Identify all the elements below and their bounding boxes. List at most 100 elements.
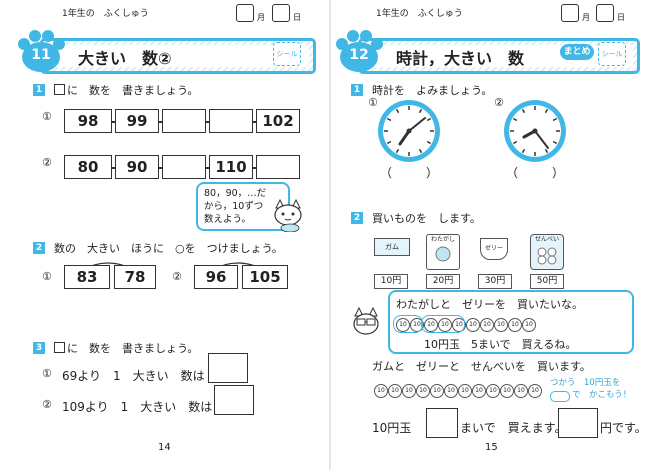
answer-box[interactable]	[209, 109, 253, 133]
blank-square-icon	[54, 342, 65, 353]
cotton-candy-icon	[435, 246, 451, 262]
answer-box[interactable]	[214, 385, 254, 415]
grade-label: 1年生の ふくしゅう	[376, 9, 463, 19]
paren-open: （	[380, 166, 393, 180]
hint-text: つかう 10円玉を	[550, 378, 621, 388]
coin-group-circle	[393, 315, 423, 333]
right-page: 1年生の ふくしゅう 月 日 12 時計，大きい 数 まとめ シール 1 時計を…	[330, 0, 660, 470]
coin-icon[interactable]: 10	[486, 384, 500, 398]
answer-label: まいで 買えます。	[460, 421, 567, 435]
clock-icon	[378, 100, 440, 162]
rice-cracker-item: せんべい	[530, 234, 564, 270]
question-number: 1	[351, 84, 363, 96]
hint-text: で かこもう！	[572, 390, 632, 400]
answer-box[interactable]	[558, 408, 598, 438]
coin-icon[interactable]: 10	[444, 384, 458, 398]
coin-icon[interactable]: 10	[458, 384, 472, 398]
month-label: 月	[257, 13, 265, 22]
question-number: 3	[33, 342, 45, 354]
answer-box[interactable]	[162, 155, 206, 179]
page-number: 14	[158, 442, 171, 453]
coin-icon: 10	[480, 318, 494, 332]
coin-icon[interactable]: 10	[430, 384, 444, 398]
cat-mascot-icon	[274, 198, 302, 232]
question-text: ガムと ゼリーと せんべいを 買います。	[372, 360, 591, 373]
answer-label: 10円玉	[372, 421, 412, 435]
compare-number[interactable]: 83	[64, 265, 110, 289]
answer-field[interactable]	[520, 162, 552, 178]
day-input[interactable]	[272, 4, 290, 22]
month-input[interactable]	[561, 4, 579, 22]
item-label: ②	[494, 96, 504, 109]
answer-box[interactable]	[426, 408, 458, 438]
item-label: ①	[42, 367, 52, 380]
coin-icon: 10	[522, 318, 536, 332]
sticker-spot: シール	[273, 42, 301, 66]
question-text: 109より 1 大きい 数は	[62, 400, 213, 414]
number-box: 110	[209, 155, 253, 179]
number-box: 102	[256, 109, 300, 133]
item-label: ②	[42, 156, 52, 169]
unit-number: 11	[31, 47, 51, 63]
blank-square-icon	[54, 84, 65, 95]
question-text: に 数を 書きましょう。	[54, 82, 198, 98]
paren-close: ）	[552, 166, 565, 180]
price-tag: 50円	[530, 274, 564, 289]
book-spine	[329, 0, 331, 470]
coin-icon[interactable]: 10	[528, 384, 542, 398]
question-text: 数の 大きい ほうに ○を つけましょう。	[54, 242, 283, 255]
item-label: ①	[42, 270, 52, 283]
coin-icon: 10	[466, 318, 480, 332]
answer-field[interactable]	[394, 162, 426, 178]
month-input[interactable]	[236, 4, 254, 22]
coin-icon[interactable]: 10	[472, 384, 486, 398]
bubble-text: わたがしと ゼリーを 買いたいな。	[396, 298, 583, 311]
price-tag: 10円	[374, 274, 408, 289]
question-number: 2	[351, 212, 363, 224]
title-banner	[40, 38, 316, 74]
compare-number[interactable]: 96	[194, 265, 238, 289]
coin-icon[interactable]: 10	[388, 384, 402, 398]
answer-box[interactable]	[162, 109, 206, 133]
coin-icon[interactable]: 10	[402, 384, 416, 398]
summary-badge: まとめ	[560, 44, 594, 60]
coin-icon[interactable]: 10	[514, 384, 528, 398]
coin-icon: 10	[508, 318, 522, 332]
cotton-candy-item: わたがし	[426, 234, 460, 270]
cracker-icon	[537, 247, 557, 265]
number-box: 99	[115, 109, 159, 133]
coin-group-circle	[421, 315, 465, 333]
question-number: 2	[33, 242, 45, 254]
month-label: 月	[582, 13, 590, 22]
gum-item: ガム	[374, 238, 410, 256]
clock-icon	[504, 100, 566, 162]
answer-box[interactable]	[256, 155, 300, 179]
question-text: 69より 1 大きい 数は	[62, 369, 205, 383]
day-label: 日	[617, 13, 625, 22]
number-box: 80	[64, 155, 112, 179]
hint-circle-icon	[550, 391, 570, 402]
coin-icon[interactable]: 10	[500, 384, 514, 398]
number-box: 98	[64, 109, 112, 133]
question-number: 1	[33, 84, 45, 96]
compare-number[interactable]: 78	[114, 265, 156, 289]
unit-number: 12	[349, 47, 369, 63]
answer-box[interactable]	[208, 353, 248, 383]
price-tag: 20円	[426, 274, 460, 289]
paren-close: ）	[426, 166, 439, 180]
page-number: 15	[485, 442, 498, 453]
question-text: 買いものを します。	[372, 212, 481, 225]
compare-number[interactable]: 105	[242, 265, 288, 289]
day-label: 日	[293, 13, 301, 22]
coin-icon: 10	[438, 318, 452, 332]
paw-icon: 12	[334, 30, 384, 76]
item-label: ①	[368, 96, 378, 109]
coin-icon[interactable]: 10	[374, 384, 388, 398]
coin-icon[interactable]: 10	[416, 384, 430, 398]
question-text: 時計を よみましょう。	[372, 84, 493, 97]
cat-mascot-icon	[353, 306, 379, 335]
answer-label: 円です。	[600, 421, 647, 435]
bubble-text: 10円玉 5まいで 買えるね。	[424, 338, 577, 351]
day-input[interactable]	[596, 4, 614, 22]
item-label: ②	[42, 398, 52, 411]
